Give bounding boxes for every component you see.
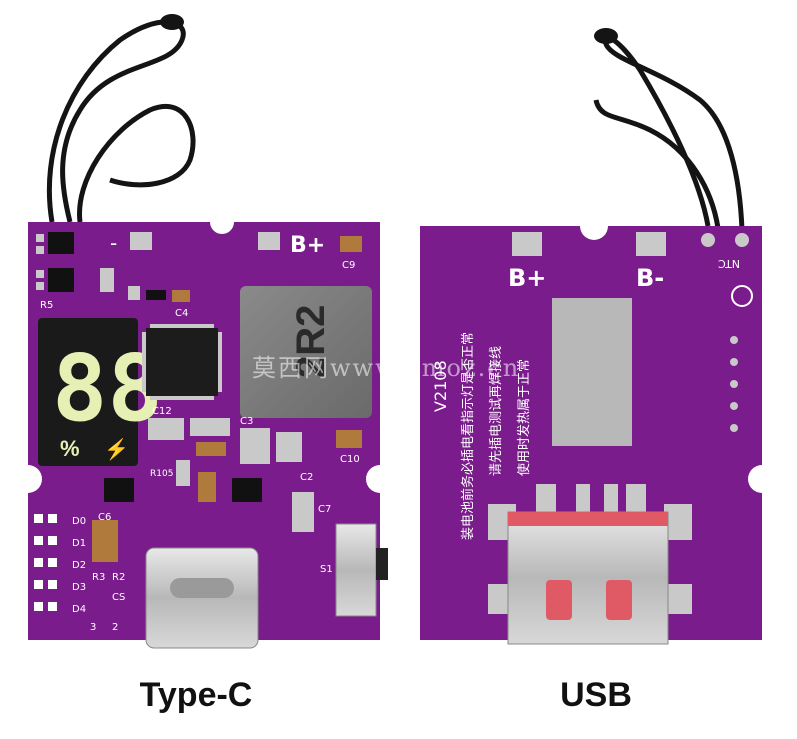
back-board: NTC B+ B- 装电池前务必插电看指示灯是否正常 请先插电测试再焊接线 使用… <box>420 28 762 645</box>
back-bminus-label: B- <box>636 264 664 292</box>
s1-label: S1 <box>320 564 333 575</box>
r2-label: R2 <box>112 572 125 583</box>
c2-label: C2 <box>300 472 313 483</box>
c9-capacitor <box>340 236 362 252</box>
back-bplus-label: B+ <box>508 264 546 292</box>
controller-chip <box>146 328 218 396</box>
thermistor-wire <box>46 19 186 223</box>
ntc-label: NTC <box>718 257 740 270</box>
bplus-label: B+ <box>290 233 325 258</box>
mosfet-chip-1 <box>48 232 74 254</box>
minus-pad <box>130 232 152 250</box>
watermark: 莫西网www.dmoz.cn <box>252 354 521 382</box>
display-bolt-icon: ⚡ <box>104 437 129 461</box>
d4-label: D4 <box>72 604 86 615</box>
r3-label: R3 <box>92 572 105 583</box>
note-line-2: 请先插电测试再焊接线 <box>488 346 504 476</box>
back-bminus-pad <box>636 232 666 256</box>
back-shield-area <box>552 298 632 446</box>
c10-label: C10 <box>340 454 360 465</box>
ntc-wire <box>602 34 745 231</box>
caption-type-c: Type-C <box>139 676 253 714</box>
c9-label: C9 <box>342 260 355 271</box>
mosfet-chip-2 <box>48 268 74 292</box>
c3-label: C3 <box>240 416 253 427</box>
d0-label: D0 <box>72 516 86 527</box>
led-display <box>38 318 138 466</box>
slide-switch <box>335 523 377 617</box>
r105-label: R105 <box>150 469 173 479</box>
pin-3-label: 3 <box>90 622 96 633</box>
mounting-circle <box>731 285 753 307</box>
caption-usb: USB <box>560 676 632 714</box>
led-pad-grid <box>34 514 57 611</box>
d1-label: D1 <box>72 538 86 549</box>
c7-label: C7 <box>318 504 331 515</box>
bplus-pad <box>258 232 280 250</box>
inductor-marking: 2R2 <box>289 305 333 378</box>
usb-a-port <box>507 511 669 645</box>
r5-label: R5 <box>40 300 53 311</box>
version-label: V2108 <box>431 360 450 412</box>
c12-label: C12 <box>152 406 172 417</box>
inductor <box>240 286 372 418</box>
c4-label: C4 <box>175 308 188 319</box>
c6-label: C6 <box>98 512 111 523</box>
front-board: - B+ R5 C9 C4 88 % ⚡ C12 2R2 <box>28 14 388 649</box>
d2-label: D2 <box>72 560 86 571</box>
note-line-3: 使用时发热属于正常 <box>516 359 532 476</box>
minus-label: - <box>110 231 117 255</box>
pin-2-label: 2 <box>112 622 118 633</box>
cs-label: CS <box>112 592 125 603</box>
d3-label: D3 <box>72 582 86 593</box>
display-percent: % <box>60 436 80 461</box>
note-line-1: 装电池前务必插电看指示灯是否正常 <box>460 332 476 540</box>
back-bplus-pad <box>512 232 542 256</box>
